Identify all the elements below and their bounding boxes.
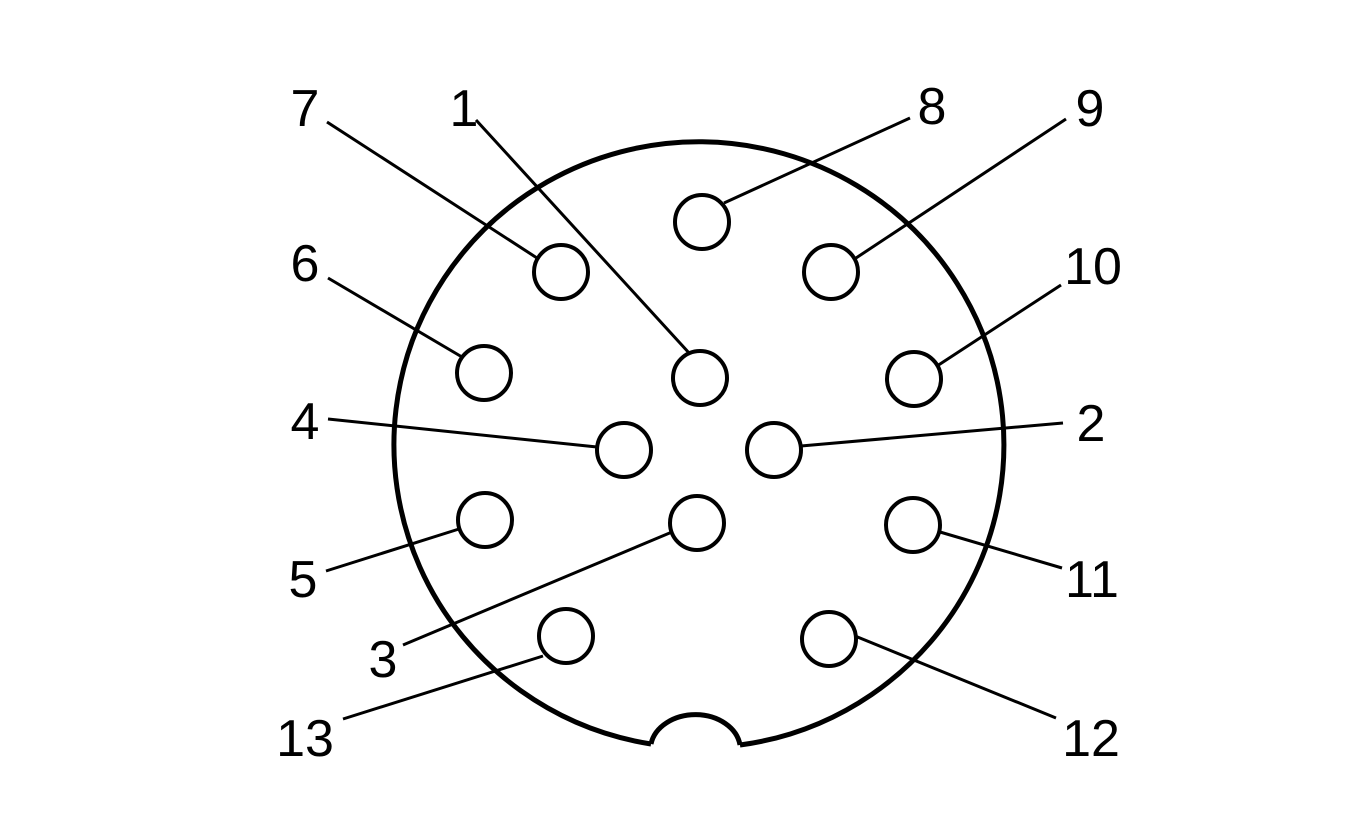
pin-cavity-3 [668, 494, 726, 552]
pin-label-2: 2 [1077, 395, 1106, 453]
pin-cavity-13 [537, 607, 595, 665]
pin-label-3: 3 [369, 631, 398, 689]
pin-label-7: 7 [291, 80, 320, 138]
pin-cavity-10 [885, 350, 943, 408]
connector-key-notch [648, 712, 743, 746]
pin-label-9: 9 [1076, 80, 1105, 138]
pin-cavity-11 [884, 496, 942, 554]
pin-cavity-6 [455, 344, 513, 402]
leader-line-3 [402, 530, 673, 647]
leader-line-10 [936, 283, 1062, 368]
pin-cavity-4 [595, 421, 653, 479]
leader-line-7 [326, 120, 538, 260]
leader-line-9 [855, 117, 1067, 260]
pin-cavity-2 [745, 421, 803, 479]
pin-label-5: 5 [289, 551, 318, 609]
pin-label-1: 1 [450, 80, 479, 138]
pin-label-4: 4 [291, 393, 320, 451]
leader-line-1 [474, 118, 692, 356]
pin-label-11: 11 [1065, 551, 1119, 609]
pin-cavity-12 [800, 610, 858, 668]
leader-lines [325, 116, 1067, 721]
pin-label-13: 13 [276, 710, 334, 768]
pin-cavity-7 [532, 243, 590, 301]
pin-label-6: 6 [291, 235, 320, 293]
pin-cavity-9 [802, 243, 860, 301]
leader-line-11 [939, 530, 1063, 570]
leader-line-8 [723, 116, 911, 205]
leader-line-12 [854, 634, 1057, 720]
leader-line-4 [327, 417, 598, 449]
leader-line-6 [327, 276, 463, 359]
pin-cavity-5 [456, 491, 514, 549]
pin-labels: 1 2 3 4 5 6 7 8 9 10 11 12 13 [276, 78, 1122, 768]
leader-line-13 [342, 654, 544, 721]
pin-cavity-1 [671, 349, 729, 407]
pin-label-8: 8 [918, 78, 947, 136]
pin-cavities [455, 193, 943, 668]
pin-label-12: 12 [1062, 710, 1120, 768]
leader-line-2 [800, 421, 1064, 448]
leader-line-5 [325, 527, 460, 573]
connector-body [391, 139, 1007, 748]
pin-cavity-8 [673, 193, 731, 251]
pin-label-10: 10 [1064, 238, 1122, 296]
